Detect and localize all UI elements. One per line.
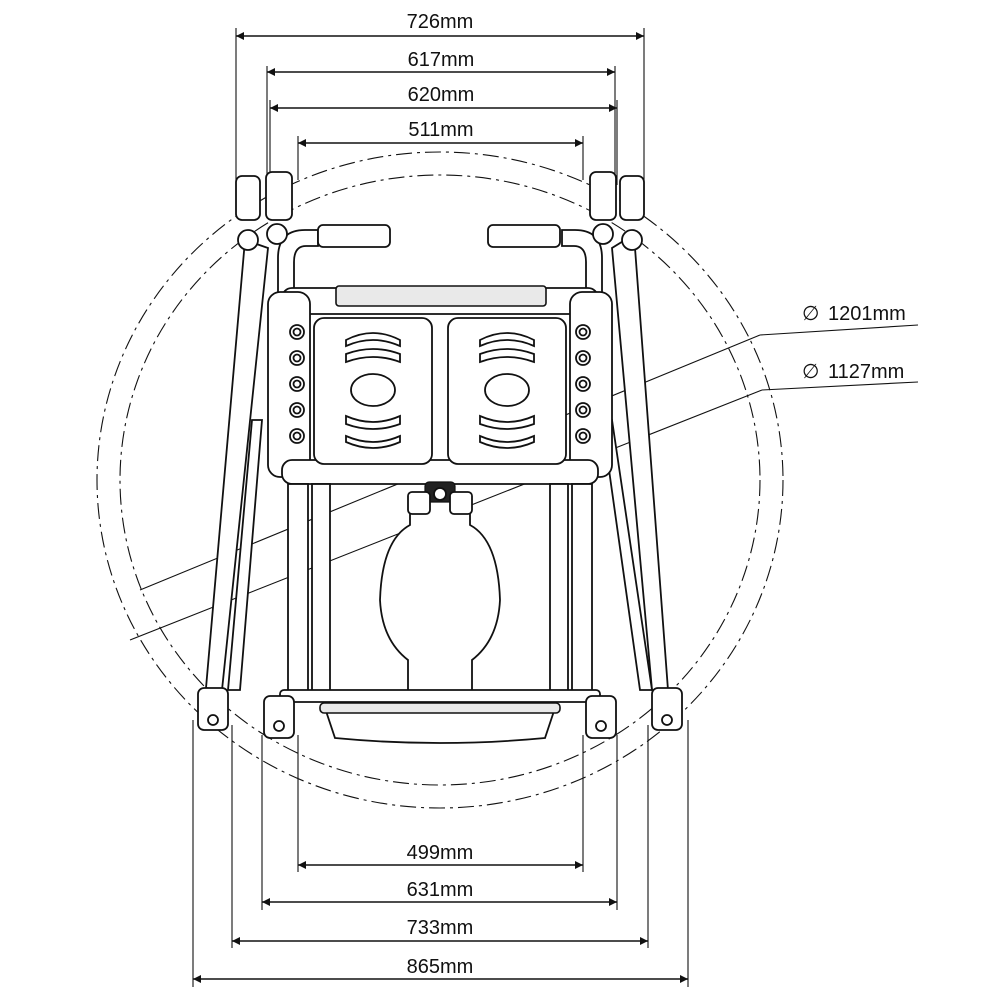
dim-733: 733mm [407,917,474,939]
top-right-casters [589,171,645,251]
left-column [287,483,309,693]
left-leg [205,238,269,692]
bottom-right-casters [585,687,683,739]
diameter-symbol-1201: ∅ [802,303,819,325]
footplate [323,707,557,744]
right-column [571,483,593,693]
device-frame [197,171,683,744]
right-upright-holes [575,324,591,444]
dim-511: 511mm [408,119,473,141]
left-grip [317,224,391,248]
seat-plate [379,499,501,693]
diameter-value-1127: 1127mm [828,361,904,383]
dim-865: 865mm [407,956,474,978]
right-grip [487,224,561,248]
top-left-casters [235,171,293,251]
right-knee-pad [447,317,567,465]
center-mechanism [407,481,473,515]
diameter-value-1201: 1201mm [828,303,906,325]
dimension-lines [193,32,688,983]
left-upright-holes [289,324,305,444]
dim-726: 726mm [407,11,474,33]
extension-lines [192,28,689,987]
dim-499: 499mm [407,842,474,864]
dim-631: 631mm [407,879,474,901]
turning-circle-outer [96,151,784,809]
dim-620: 620mm [408,84,475,106]
dimension-labels: 726mm 617mm 620mm 511mm 499mm 631mm 733m… [407,11,475,978]
bottom-left-casters [197,687,295,739]
turning-circle-inner [119,174,761,786]
turning-circles [96,151,784,809]
left-knee-pad [313,317,433,465]
diameter-symbol-1127: ∅ [802,361,819,383]
dim-617: 617mm [408,49,475,71]
